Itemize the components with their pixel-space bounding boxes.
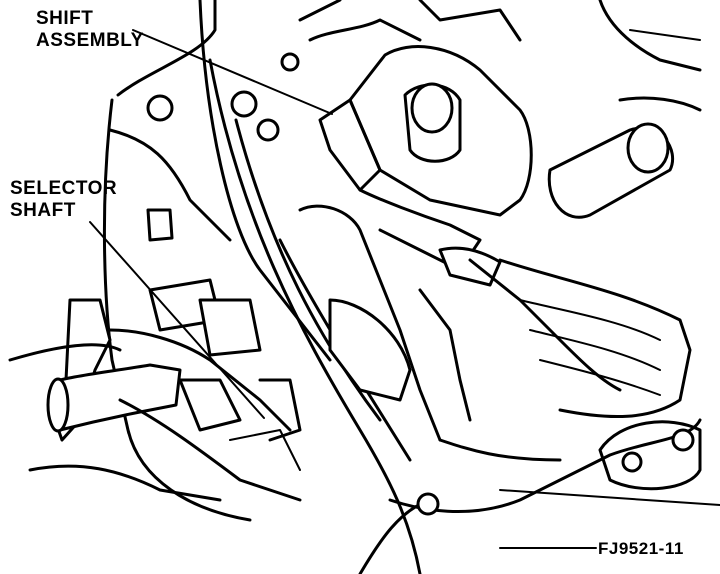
- selector-shaft-assembly: [8, 278, 302, 502]
- shift-assembly-block: [298, 0, 533, 287]
- selector-shaft-end: [46, 377, 70, 433]
- shift-assembly-label-line-2: ASSEMBLY: [36, 30, 144, 51]
- bolt-hole-far-right: [671, 428, 695, 452]
- shift-assembly-leader: [132, 29, 333, 115]
- bolt-hole-lower: [416, 492, 440, 516]
- housing-plate: [102, 0, 332, 522]
- figure-id: FJ9521-11: [598, 539, 684, 558]
- rail-end: [626, 122, 670, 174]
- fork-and-gear: [278, 204, 692, 462]
- shift-assembly-label-line-1: SHIFT: [36, 8, 94, 29]
- housing-edge: [208, 58, 720, 574]
- shift-assembly-label: SHIFT ASSEMBLY: [36, 8, 144, 52]
- selector-shaft-label-line-2: SHAFT: [10, 200, 76, 221]
- bolt-hole-inner: [256, 118, 280, 142]
- bolt-hole-top: [280, 52, 300, 72]
- shift-rail-end: [410, 82, 454, 134]
- bolt-hole-right: [621, 451, 643, 473]
- selector-shaft-label: SELECTOR SHAFT: [10, 178, 117, 222]
- bolt-hole-upper: [146, 94, 174, 122]
- selector-shaft-leader: [89, 221, 265, 419]
- right-rail: [547, 0, 702, 219]
- selector-shaft-label-line-1: SELECTOR: [10, 178, 118, 199]
- bolt-hole-center: [230, 90, 258, 118]
